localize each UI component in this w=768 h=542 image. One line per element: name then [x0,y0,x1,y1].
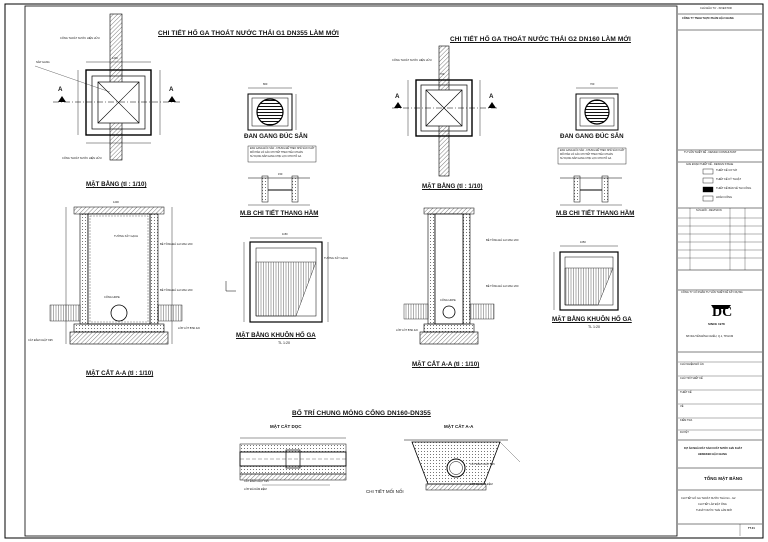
g2-concrete-annotation-2: BÊ TÔNG ĐÁ 1x2 MAC 200 [486,285,519,288]
g1-formwork-view [225,237,329,323]
tb-project-2: HEINEKEN HẬU GIANG [698,453,727,456]
cross-section-label: MẶT CẮT A-A [444,424,474,429]
tb-role-5: KIỂM TRA [680,419,693,422]
tb-role-6: DUYỆT [680,431,689,434]
tb-role-1: CHỦ NHIỆM ĐỒ ÁN [680,363,704,366]
g1-cover-view [247,87,317,163]
g2-cover-note-3: SỬ DỤNG NẮP GANG CHỊU LỰC CHO HỐ GA [560,157,612,160]
tb-drawing-name: CHI TIẾT HỐ GA THOÁT NƯỚC THẢI G1 - G2 [681,497,736,500]
tb-project: DỰ ÁN NHÀ MÁY SẢN XUẤT NƯỚC GIẢI KHÁT [684,447,743,450]
g2-plan-label: MẶT BẰNG (tl : 1/10) [422,183,483,190]
foundation-long-section [239,437,347,486]
g1-cover-note-1: ĐAN GANG ĐÚC SẴN - KHUNG ĐẾ THEO NHÀ SẢN… [250,147,315,150]
g2-formwork-dim: 1050 [580,241,586,244]
g2-ladder-label: M.B CHI TIẾT THANG HẦM [556,210,635,217]
g2-lining-annotation: LỚP LÓT BTĐ 4x6 [396,329,418,332]
pipe-hdpe-annotation: CỐNG HDPE [104,296,120,299]
sand-annotation: CÁT ĐẦM CHẶT K95 [28,339,53,342]
g2-formwork-label: MẶT BẰNG KHUÔN HỐ GA [552,316,632,323]
tb-legend-header: GIAI ĐOẠN THIẾT KẾ - DESIGN STAGE [686,163,734,166]
g2-title: CHI TIẾT HỐ GA THOÁT NƯỚC THẢI G2 DN160 … [450,36,631,43]
g2-cover-note-2: MỐI HÀN VÀ CÁC CHI TIẾT THEO TIÊU CHUẨN [560,153,613,156]
formwork-annotation: TƯỜNG XÂY GẠCH [324,257,348,260]
g2-concrete-annotation: BÊ TÔNG ĐÁ 1x2 MAC 200 [486,239,519,242]
tb-investor: CÔNG TY TNHH THỰC PHẨM HẬU GIANG [682,17,734,20]
g2-plan-view [392,45,498,177]
g1-section-mark-right: A [169,86,174,93]
title-block-frame [678,13,762,536]
g1-formwork-label: MẶT BẰNG KHUÔN HỐ GA [236,332,316,339]
cast-iron-annotation: NẮP GANG [36,61,50,64]
concrete-annotation-2: BÊ TÔNG ĐÁ 1x2 MAC 200 [160,289,193,292]
tb-drawing-name-2: CHI TIẾT LẮP ĐẶT ỐNG [698,503,727,506]
g2-section-mark-right: A [489,93,494,100]
g2-cover-label: ĐAN GANG ĐÚC SẴN [560,133,624,140]
tb-sheet-no: TT-01 [748,527,755,530]
g2-cover-note-1: ĐAN GANG ĐÚC SẴN - KHUNG ĐẾ THEO NHÀ SẢN… [560,149,625,152]
g1-dim-top: 1200 [112,57,118,60]
g1-plan-label: MẶT BẰNG (tl : 1/10) [86,181,147,188]
ladder-dim: 150 [278,173,283,176]
tb-address: 68 NGUYỄN ĐÌNH CHIỂU, Q.1, TP.HCM [686,335,734,338]
foundation-cross-section [404,439,521,491]
g1-cover-dim: 800 [263,83,268,86]
tb-sheet-title: TỔNG MẶT BẰNG [704,476,743,481]
pipe-annotation-3: CỐNG THOÁT NƯỚC HIỆN HỮU [392,59,432,62]
cross-sand-annotation: CÁT ĐẦM CHẶT K95 [470,463,495,466]
tb-stage-4: HOÀN CÔNG [716,196,732,199]
tb-role-2: CHỦ TRÌ THIẾT KẾ [680,377,703,380]
tb-stage-2: THIẾT KẾ KỸ THUẬT [716,178,742,181]
brick-wall-annotation: TƯỜNG XÂY GẠCH [114,235,138,238]
g1-ladder-label: M.B CHI TIẾT THANG HẦM [240,210,319,217]
cross-gravel-annotation: LỚP ĐÁ DĂM ĐỆM [470,483,493,486]
g2-dim-top: 700 [440,73,445,76]
foundation-sand-annotation: CÁT ĐẦM CHẶT K95 [244,480,269,483]
tb-revision-header: SỬA ĐỔI - REVISION [696,209,722,212]
g2-section-view [403,207,495,345]
tb-header: CHỦ ĐẦU TƯ - INVESTOR [700,7,732,10]
tb-role-4: VẼ [680,405,684,408]
tb-role-3: THIẾT KẾ [680,391,692,394]
tb-drawing-name-3: THOÁT NƯỚC THẢI LÀM MỚI [696,509,733,512]
g2-section-label: MẶT CẮT A-A (tl : 1/10) [412,361,480,368]
company-logo: DC [709,303,733,320]
tb-company: CÔNG TY CỔ PHẦN TƯ VẤN THIẾT KẾ XÂY DỰNG [681,291,743,294]
g1-cover-note-2: MỐI HÀN VÀ CÁC CHI TIẾT THEO TIÊU CHUẨN [250,151,303,154]
g1-section-dim: 1200 [113,201,119,204]
tb-consultant: TƯ VẤN THIẾT KẾ - DESIGN CONSULTANT [684,151,737,154]
tb-since: SINCE 1978 [708,322,725,326]
joint-label: CHI TIẾT MỐI NỐI [366,489,404,494]
g2-section-mark-left: A [395,93,400,100]
g2-pipe-annotation: CỐNG HDPE [440,299,456,302]
g1-title: CHI TIẾT HỐ GA THOÁT NƯỚC THẢI G1 DN355 … [158,30,339,37]
g2-cover-dim: 700 [590,83,595,86]
concrete-annotation: BÊ TÔNG ĐÁ 1x2 MAC 200 [160,243,193,246]
tb-stage-1: THIẾT KẾ CƠ SỞ [716,169,738,172]
lining-annotation: LỚP LÓT BTĐ 4x6 [178,327,200,330]
pipe-annotation: CỐNG THOÁT NƯỚC HIỆN HỮU [60,37,100,40]
g2-formwork-view [553,245,619,311]
g2-formwork-scale: TL 1:20 [588,325,601,329]
pipe-annotation-2: CỐNG THOÁT NƯỚC HIỆN HỮU [62,157,102,160]
g2-cover-view [557,87,627,165]
g1-formwork-dim: 1150 [282,233,288,236]
foundation-title: BỐ TRÍ CHUNG MÓNG CỐNG DN160-DN355 [292,410,431,417]
g2-ladder-view [560,175,622,206]
g1-section-label: MẶT CẮT A-A (tl : 1/10) [86,370,154,377]
g1-section-mark-left: A [58,86,63,93]
g1-ladder-view [248,175,310,206]
g1-section-view [49,206,183,345]
foundation-gravel-annotation: LỚP ĐÁ DĂM ĐỆM [244,488,267,491]
g1-cover-note-3: SỬ DỤNG NẮP GANG CHỊU LỰC CHO HỐ GA [250,155,302,158]
g1-plan-view [34,13,180,161]
g1-cover-label: ĐAN GANG ĐÚC SẴN [244,133,308,140]
tb-stage-3: THIẾT KẾ BẢN VẼ THI CÔNG [716,187,752,190]
long-section-label: MẶT CẮT DỌC [270,424,302,429]
g1-formwork-scale: TL 1:20 [278,341,291,345]
